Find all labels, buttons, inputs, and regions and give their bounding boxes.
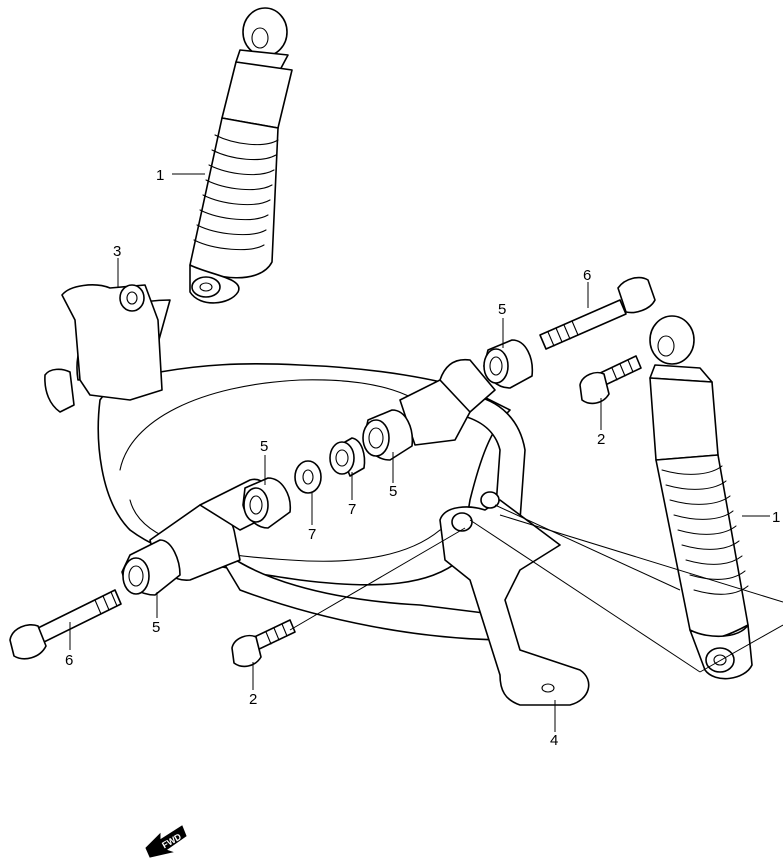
bush-top <box>483 339 534 389</box>
bolt-long-left <box>9 589 122 660</box>
callout-bush-mid: 5 <box>389 483 397 500</box>
callout-stay: 4 <box>550 732 558 749</box>
bush-left-lower <box>121 539 181 596</box>
callout-bolt-small-right: 2 <box>597 431 605 448</box>
fwd-arrow-icon: FWD <box>145 825 187 858</box>
stay-part <box>439 491 590 706</box>
callout-bolt-long-top: 6 <box>583 267 591 284</box>
callout-shock-top: 1 <box>156 167 164 184</box>
callout-leaders <box>69 173 770 732</box>
callout-shock-right: 1 <box>772 509 780 526</box>
callout-washer-left: 7 <box>308 526 316 543</box>
assembly-lines <box>289 504 783 673</box>
callout-bolt-small-bottom: 2 <box>249 691 257 708</box>
bracket-part <box>44 284 163 413</box>
callout-bolt-long-left: 6 <box>65 652 73 669</box>
shock-absorber-top <box>189 7 293 304</box>
callout-bush-left-lower: 5 <box>152 619 160 636</box>
shock-absorber-right <box>649 315 753 680</box>
bush-mid <box>362 409 414 461</box>
bolt-long-top <box>539 276 656 350</box>
bush-left-upper <box>242 477 292 529</box>
washer-mid <box>329 437 366 477</box>
callout-numbers: 1 3 5 6 2 1 5 5 7 7 5 6 2 4 <box>65 167 780 749</box>
callout-bracket: 3 <box>113 243 121 260</box>
washer-left <box>294 460 322 494</box>
bolt-small-bottom <box>231 619 296 668</box>
bolt-small-right <box>579 355 642 405</box>
callout-bush-top: 5 <box>498 301 506 318</box>
callout-washer-mid: 7 <box>348 501 356 518</box>
callout-bush-left-upper: 5 <box>260 438 268 455</box>
